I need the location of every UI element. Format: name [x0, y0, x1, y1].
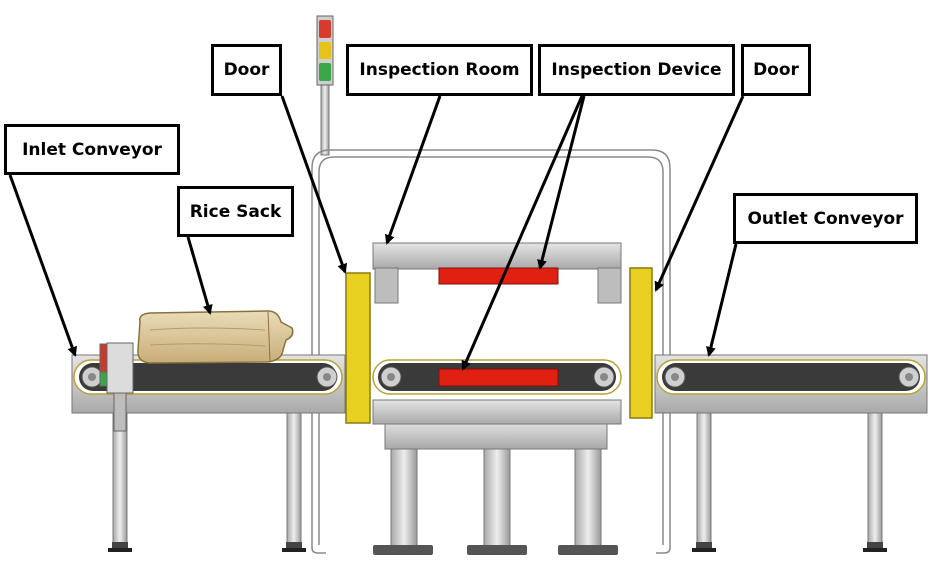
label-outlet-conveyor: Outlet Conveyor — [733, 193, 918, 244]
outlet-conveyor-unit — [654, 354, 928, 552]
yellow-lamp — [319, 42, 331, 59]
rice-sack-shape — [137, 310, 294, 364]
leader-lines — [8, 95, 745, 371]
signal-tower — [316, 15, 334, 156]
right-door — [629, 267, 653, 419]
left-door — [345, 272, 371, 424]
label-door-right: Door — [741, 44, 811, 96]
upper-device — [438, 267, 559, 285]
arrow-inlet-conveyor — [8, 174, 77, 357]
arrow-rice-sack — [186, 236, 213, 315]
label-inspection-room: Inspection Room — [346, 44, 533, 96]
arrow-inspection-room — [385, 95, 442, 245]
arrow-door-left — [280, 95, 348, 274]
label-inspection-device: Inspection Device — [538, 44, 735, 96]
label-door-left: Door — [211, 44, 282, 96]
label-rice-sack: Rice Sack — [177, 186, 294, 237]
inspection-room-unit — [372, 242, 622, 555]
green-lamp — [319, 63, 331, 81]
enclosure-frame — [311, 149, 671, 554]
lower-device — [438, 368, 559, 387]
red-lamp — [319, 20, 331, 38]
arrow-device-top — [537, 95, 586, 270]
arrow-door-right — [654, 95, 745, 292]
inlet-conveyor-unit — [71, 342, 346, 552]
label-inlet-conveyor: Inlet Conveyor — [4, 124, 180, 175]
arrow-device-bottom — [461, 95, 584, 371]
arrow-outlet-conveyor — [706, 243, 738, 357]
